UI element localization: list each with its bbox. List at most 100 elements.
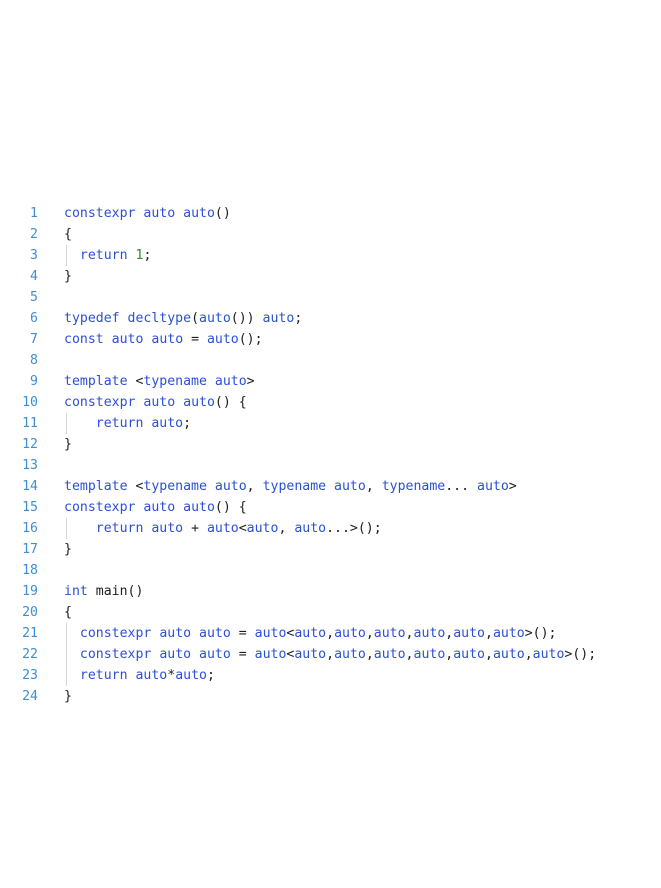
keyword-token: auto [477,479,509,494]
keyword-token: auto [183,500,215,515]
code-line[interactable]: 16 return auto + auto<auto, auto...>(); [0,518,661,539]
code-text[interactable]: return auto; [64,413,191,434]
text-token: , [484,647,493,662]
keyword-token: auto [214,479,247,494]
code-line[interactable]: 3 return 1; [0,245,661,266]
code-line[interactable]: 21 constexpr auto auto = auto<auto,auto,… [0,623,661,644]
code-line[interactable]: 17} [0,539,661,560]
text-token [175,395,183,410]
text-token: , [445,626,454,641]
code-line[interactable]: 6 typedef decltype(auto()) auto; [0,308,661,329]
text-token: ; [143,248,152,263]
code-line[interactable]: 20{ [0,602,661,623]
code-line[interactable]: 8 [0,350,661,371]
code-line[interactable]: 2{ [0,224,661,245]
keyword-token: return [79,668,128,683]
text-token: ()) [230,311,263,326]
keyword-token: auto [206,521,239,536]
code-text[interactable]: const auto auto = auto(); [64,329,263,350]
text-token: , [405,647,414,662]
text-token: () [214,206,231,221]
keyword-token: auto [143,395,176,410]
code-line[interactable]: 12} [0,434,661,455]
code-text[interactable]: typedef decltype(auto()) auto; [64,308,302,329]
code-line[interactable]: 4} [0,266,661,287]
line-number: 3 [30,248,38,263]
code-line[interactable]: 5 [0,287,661,308]
text-token: } [64,689,72,704]
code-text[interactable]: constexpr auto auto() [64,203,231,224]
text-token [175,500,183,515]
text-token: + [183,521,207,536]
text-token: = [230,647,255,662]
keyword-token: auto [453,626,485,641]
code-line[interactable]: 13 [0,455,661,476]
keyword-token: auto [334,626,366,641]
code-text[interactable]: return auto*auto; [64,665,215,686]
code-text[interactable]: } [64,539,72,560]
keyword-token: auto [206,332,239,347]
text-token: , [326,647,335,662]
code-text[interactable]: constexpr auto auto() { [64,497,247,518]
code-text[interactable]: template <typename auto> [64,371,255,392]
keyword-token: auto [199,626,231,641]
indent-guide [66,413,67,434]
code-text[interactable]: constexpr auto auto = auto<auto,auto,aut… [64,644,596,665]
code-text[interactable]: return 1; [64,245,152,266]
code-text[interactable]: constexpr auto auto() { [64,392,247,413]
keyword-token: decltype [127,311,192,326]
code-line[interactable]: 24} [0,686,661,707]
keyword-token: auto [334,647,366,662]
code-text[interactable]: } [64,434,72,455]
code-line[interactable]: 15 constexpr auto auto() { [0,497,661,518]
keyword-token: constexpr [79,626,152,641]
code-text[interactable]: constexpr auto auto = auto<auto,auto,aut… [64,623,557,644]
keyword-token: auto [254,626,287,641]
keyword-token: auto [262,311,295,326]
text-token: , [405,626,414,641]
line-number: 24 [22,689,38,704]
code-line[interactable]: 11 return auto; [0,413,661,434]
indent-guide [66,518,67,539]
code-line[interactable]: 23 return auto*auto; [0,665,661,686]
text-token: >(); [564,647,597,662]
keyword-token: auto [334,479,366,494]
code-text[interactable]: } [64,686,72,707]
line-number: 14 [22,479,38,494]
code-line[interactable]: 22 constexpr auto auto = auto<auto,auto,… [0,644,661,665]
text-token: (); [238,332,263,347]
code-text[interactable]: return auto + auto<auto, auto...>(); [64,518,382,539]
text-token: , [524,647,533,662]
line-number: 5 [30,290,38,305]
keyword-token: auto [151,416,184,431]
code-line[interactable]: 18 [0,560,661,581]
text-token: >(); [524,626,557,641]
indent-guide [66,245,67,266]
keyword-token: auto [492,626,525,641]
text-token: , [365,647,374,662]
code-text[interactable]: { [64,602,72,623]
line-number: 6 [30,311,38,326]
indent-guide [66,665,67,686]
keyword-token: auto [199,647,231,662]
text-token: = [183,332,207,347]
code-text[interactable]: template <typename auto, typename auto, … [64,476,517,497]
line-number: 8 [30,353,38,368]
text-token [175,206,183,221]
code-text[interactable]: } [64,266,72,287]
keyword-token: auto [159,647,192,662]
code-text[interactable]: { [64,224,72,245]
keyword-token: auto [159,626,192,641]
code-text[interactable]: int main() [64,581,143,602]
code-line[interactable]: 14 template <typename auto, typename auto… [0,476,661,497]
keyword-token: constexpr [79,647,152,662]
keyword-token: auto [294,626,327,641]
line-number: 15 [22,500,38,515]
text-token: , [278,521,295,536]
